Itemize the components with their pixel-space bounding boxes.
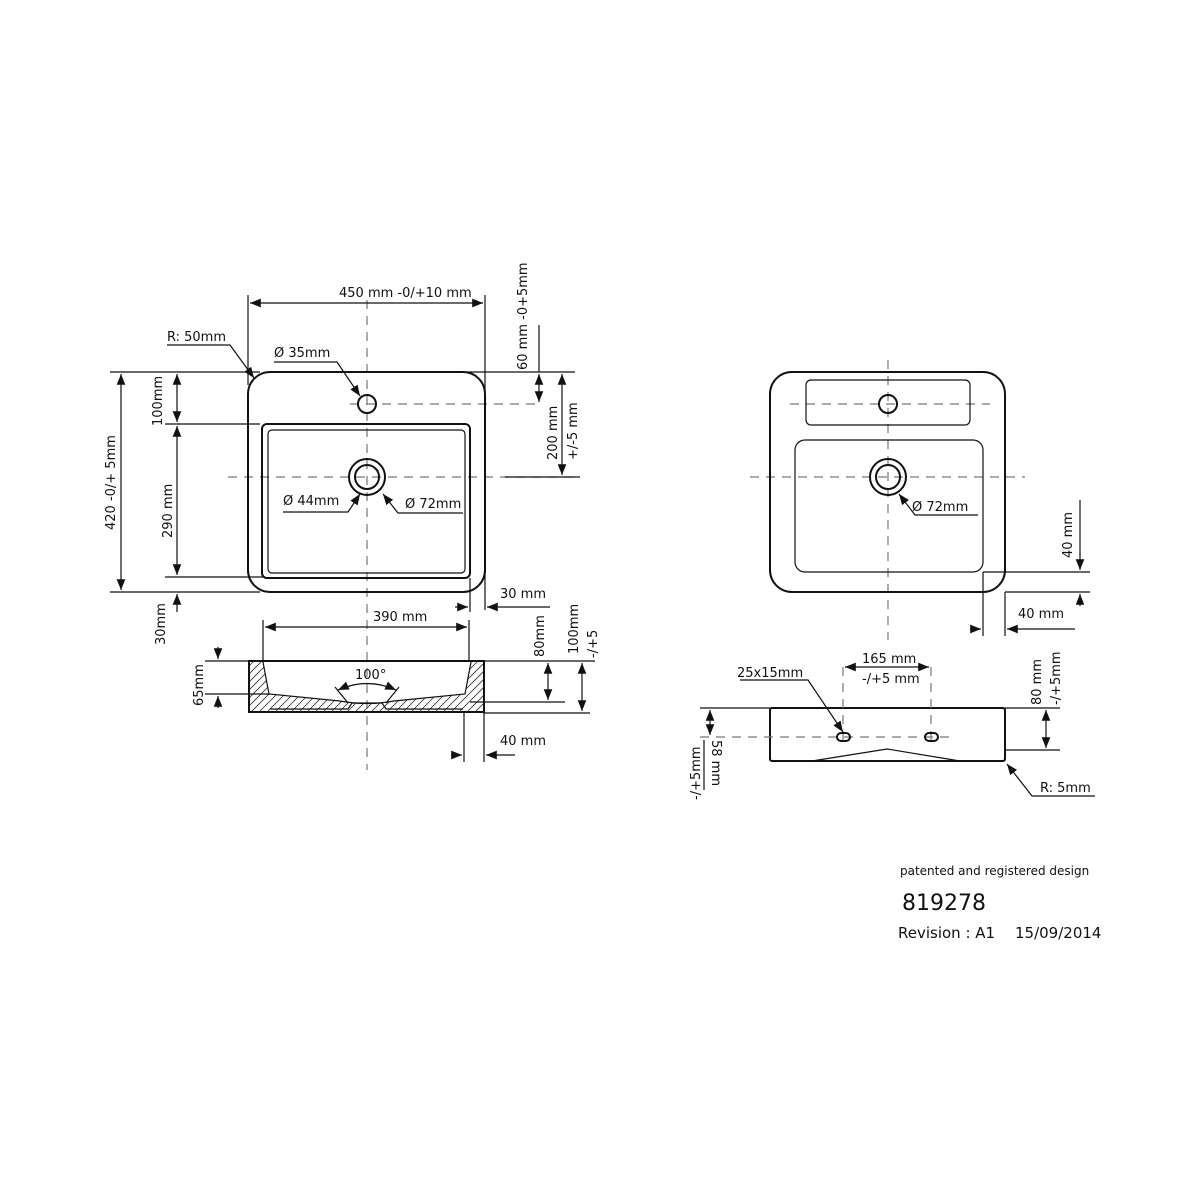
basin-depth-label: 290 mm: [161, 484, 176, 538]
drain-tolerance-label: +/-5 mm: [566, 402, 581, 460]
side-view-right: 165 mm -/+5 mm 25x15mm 80 mm -/+5mm 58 m…: [689, 651, 1095, 800]
hatch-line: [463, 662, 484, 712]
rim-label: 40 mm: [1061, 512, 1076, 558]
drawing-number: 819278: [902, 891, 986, 916]
edge-label: 40 mm: [1018, 607, 1064, 622]
height-tolerance-label-right: -/+5mm: [1049, 651, 1064, 705]
hatch-line: [431, 662, 484, 712]
overflow-slot-1: [836, 732, 851, 742]
hatch-line: [391, 662, 448, 712]
top-view-right: Ø 72mm 40 mm 40 mm: [750, 360, 1090, 640]
hatch-line: [399, 662, 456, 712]
inner-height-label: 80mm: [533, 615, 548, 657]
overflow-slot-2: [924, 732, 939, 742]
side-rim-label: 30 mm: [500, 587, 546, 602]
hatch-line: [439, 662, 484, 712]
foot-label: 40 mm: [500, 734, 546, 749]
to-basin-label: 100mm: [151, 376, 166, 426]
slot-label: 25x15mm: [737, 666, 803, 681]
hatch-line: [512, 660, 567, 715]
drain-offset-label: 200 mm: [546, 406, 561, 460]
hatch-line: [249, 662, 272, 712]
hatch-line: [423, 662, 480, 712]
height-label: 420 -0/+ 5mm: [104, 435, 119, 530]
spacing-tolerance-label: -/+5 mm: [862, 672, 920, 687]
hatch-line: [249, 662, 256, 712]
hatch-line: [479, 662, 484, 712]
hatch-line: [407, 662, 464, 712]
hatch-line: [249, 662, 264, 712]
basin-outline-right: [769, 371, 1006, 593]
side-section-left: 390 mm 65mm 100° 80mm 100mm -/+5 40 mm: [192, 604, 601, 762]
drain-outer: [348, 458, 386, 496]
revision-label: Revision : A1: [898, 924, 995, 942]
drain-inner-label: Ø 44mm: [283, 494, 339, 509]
hatch-line: [383, 662, 440, 712]
drain-outer-label: Ø 72mm: [405, 497, 461, 512]
width-label: 450 mm -0/+10 mm: [339, 286, 472, 301]
tap-hole: [357, 394, 377, 414]
top-view-left: 450 mm -0/+10 mm R: 50mm Ø 35mm 420 -0/+…: [104, 262, 581, 770]
depth-label: 65mm: [192, 664, 207, 706]
spacing-label: 165 mm: [862, 652, 916, 667]
basin-bowl: [261, 423, 471, 579]
bottom-rim-label: 30mm: [154, 603, 169, 645]
total-height-tolerance-label: -/+5: [586, 630, 601, 658]
tap-hole-label: Ø 35mm: [274, 346, 330, 361]
basin-width-label: 390 mm: [373, 610, 427, 625]
hatch-line: [447, 662, 484, 712]
basin-bowl-right: [794, 439, 984, 573]
hatch-line: [488, 660, 543, 715]
hatch-line: [496, 660, 551, 715]
radius-label: R: 50mm: [167, 330, 226, 345]
hatch-line: [415, 662, 472, 712]
height-label-right: 80 mm: [1030, 659, 1045, 705]
revision-date: 15/09/2014: [1015, 924, 1101, 942]
slot-height-tolerance-label: -/+5mm: [689, 746, 704, 800]
radius-label-right: R: 5mm: [1040, 781, 1091, 796]
title-block: patented and registered design 819278 Re…: [898, 864, 1101, 942]
hatch-line: [471, 662, 484, 712]
tap-offset-label: 60 mm -0+5mm: [516, 262, 531, 370]
design-note: patented and registered design: [900, 864, 1089, 878]
hatch-line: [504, 660, 559, 715]
total-height-label: 100mm: [567, 604, 582, 654]
tap-deck: [805, 379, 971, 426]
drain-inner: [354, 464, 380, 490]
drain-label-right: Ø 72mm: [912, 500, 968, 515]
angle-label: 100°: [355, 668, 386, 683]
slot-height-label: 58 mm: [708, 740, 723, 786]
